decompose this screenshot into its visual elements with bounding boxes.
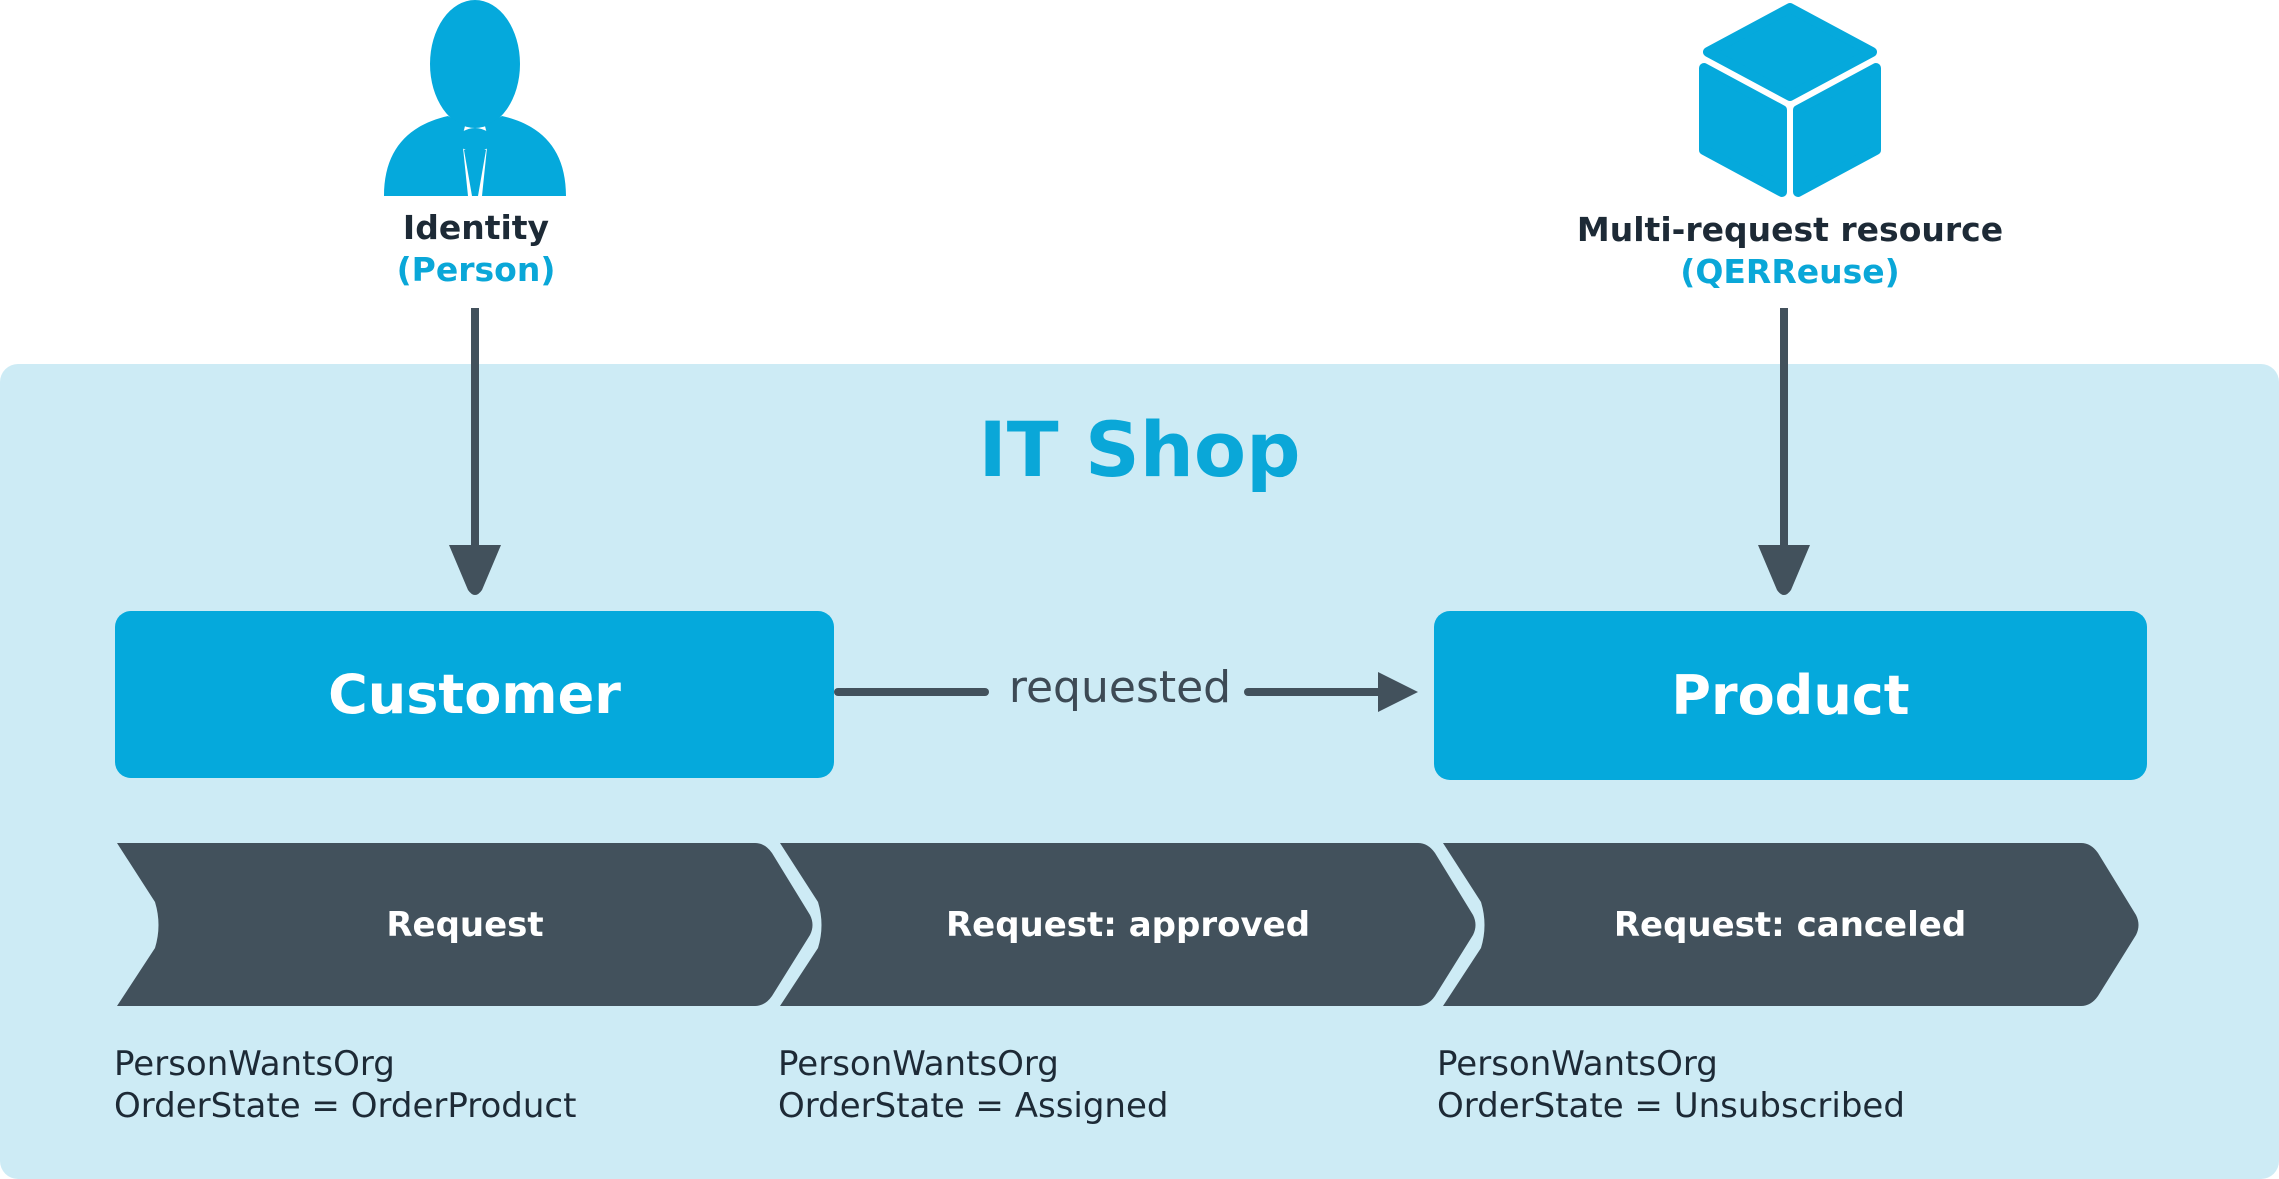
table-name: PersonWantsOrg: [1437, 1044, 1718, 1084]
person-icon: [384, 0, 566, 196]
it-shop-title: IT Shop: [978, 405, 1301, 494]
stage-approved-chevron: [780, 843, 1476, 1006]
order-state: OrderState = Assigned: [778, 1086, 1169, 1126]
requested-label: requested: [1008, 662, 1232, 713]
stage-request-chevron: [117, 843, 813, 1006]
stage-request-label: Request: [386, 905, 544, 945]
stage-approved-label: Request: approved: [945, 905, 1311, 945]
stage-approved-description: PersonWantsOrg OrderState = Assigned: [778, 1043, 1169, 1127]
resource-to-product-arrow: [1758, 308, 1810, 595]
customer-box: Customer: [115, 611, 834, 778]
identity-sublabel: (Person): [396, 250, 556, 289]
requested-arrow: [834, 672, 1418, 712]
identity-label: Identity: [402, 208, 550, 247]
order-state: OrderState = OrderProduct: [114, 1086, 577, 1126]
stage-canceled-label: Request: canceled: [1613, 905, 1967, 945]
order-state: OrderState = Unsubscribed: [1437, 1086, 1905, 1126]
cube-icon: [1699, 3, 1881, 197]
product-box: Product: [1434, 611, 2147, 780]
stage-canceled-chevron: [1443, 843, 2139, 1006]
stage-request-description: PersonWantsOrg OrderState = OrderProduct: [114, 1043, 576, 1127]
table-name: PersonWantsOrg: [114, 1044, 395, 1084]
resource-label: Multi-request resource: [1576, 210, 2004, 249]
table-name: PersonWantsOrg: [778, 1044, 1059, 1084]
stage-canceled-description: PersonWantsOrg OrderState = Unsubscribed: [1437, 1043, 1905, 1127]
identity-to-customer-arrow: [449, 308, 501, 595]
resource-sublabel: (QERReuse): [1680, 252, 1900, 291]
